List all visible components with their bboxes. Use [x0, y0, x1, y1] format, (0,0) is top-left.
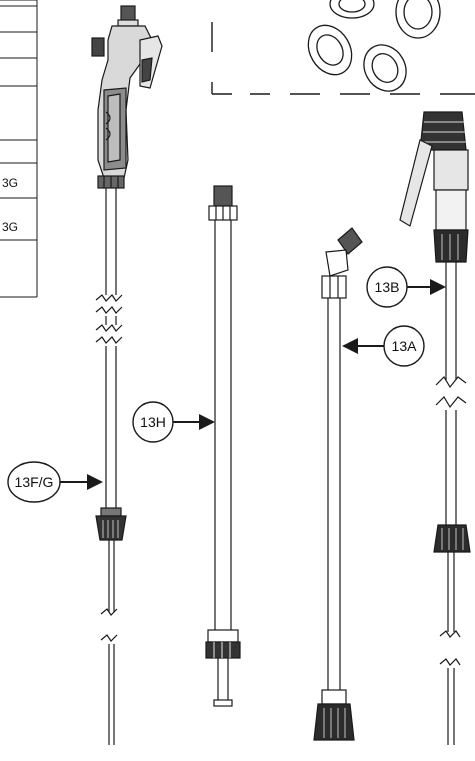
parts-table [0, 0, 38, 298]
o-ring-seals-icon [307, 0, 441, 92]
callout-13fg-label: 13F/G [15, 474, 54, 490]
parts-table-cell-2: 3G [2, 220, 18, 234]
inset-dashed-border [211, 22, 475, 95]
callout-13a: 13A [342, 325, 425, 367]
callout-13h: 13H [132, 401, 215, 443]
shield-wand-13b [399, 111, 471, 745]
callout-13b: 13B [366, 266, 446, 308]
callout-13a-label: 13A [392, 338, 418, 354]
callout-13b-label: 13B [375, 279, 400, 295]
callout-13h-label: 13H [140, 414, 166, 430]
wand-13fg [95, 188, 127, 745]
spray-gun-handle-icon [91, 5, 163, 189]
extension-13h [205, 185, 241, 707]
callout-13fg: 13F/G [7, 461, 103, 503]
angled-wand-13a [313, 227, 363, 741]
parts-table-cell-1: 3G [2, 176, 18, 190]
